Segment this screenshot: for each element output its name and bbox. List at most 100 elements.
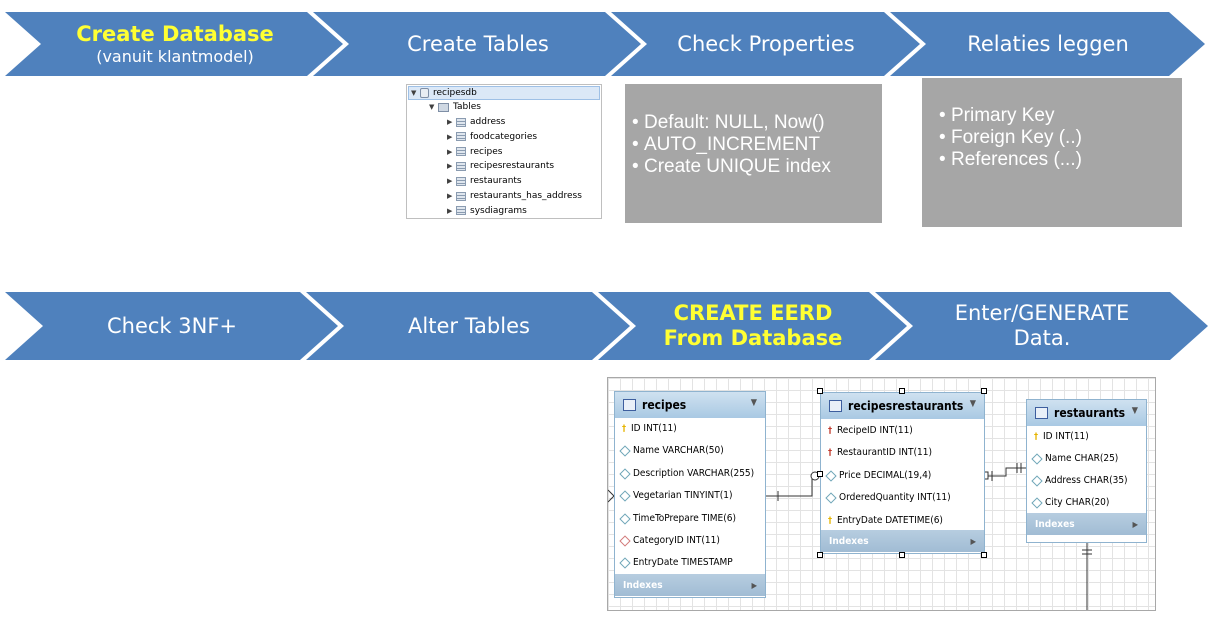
entity-column[interactable]: † ID INT(11) (620, 418, 677, 440)
indexes-label: Indexes (623, 579, 663, 591)
tree-table-item[interactable]: ▶address (447, 115, 505, 129)
entity-header[interactable]: recipesrestaurants ▼ (821, 393, 984, 419)
schema-tree: ▼ recipesdb ▼ Tables ▶address▶foodcatego… (406, 84, 602, 219)
entity-column[interactable]: Name VARCHAR(50) (619, 440, 724, 462)
collapse-icon[interactable]: ▼ (969, 399, 976, 409)
entity-recipes[interactable]: recipes ▼ † ID INT(11) Name VARCHAR(50) Des… (614, 391, 766, 598)
indexes-section[interactable]: Indexes ▶ (1027, 513, 1146, 535)
expand-icon[interactable]: ▶ (970, 536, 976, 546)
expand-icon[interactable]: ▶ (751, 580, 757, 590)
entity-column[interactable]: † RecipeID INT(11) (826, 420, 913, 442)
entity-column[interactable]: CategoryID INT(11) (619, 530, 720, 552)
collapse-icon[interactable]: ▼ (750, 398, 757, 408)
column-text: RecipeID INT(11) (837, 425, 913, 436)
relations-box: Primary Key Foreign Key (..) References … (922, 78, 1182, 227)
relation-line-restaurants (988, 467, 1026, 477)
indexes-label: Indexes (1035, 518, 1075, 530)
relation-item: Foreign Key (..) (939, 127, 1182, 149)
selection-handle[interactable] (899, 388, 905, 394)
table-name: restaurants_has_address (470, 191, 582, 201)
column-text: Description VARCHAR(255) (633, 467, 755, 479)
entity-recipesrestaurants[interactable]: recipesrestaurants ▼ † RecipeID INT(11) †R… (820, 392, 985, 554)
selection-handle[interactable] (817, 471, 823, 477)
relations-list: Primary Key Foreign Key (..) References … (939, 105, 1182, 171)
expand-icon[interactable]: ▶ (1132, 519, 1138, 529)
folder-name: Tables (453, 102, 481, 112)
entity-name: recipes (642, 398, 687, 412)
arrow-check-3nf (5, 292, 338, 360)
entity-column[interactable]: †RestaurantID INT(11) (826, 442, 932, 464)
entity-column[interactable]: Name CHAR(25) (1031, 448, 1118, 470)
eerd-canvas: recipes ▼ † ID INT(11) Name VARCHAR(50) Des… (607, 377, 1156, 611)
selection-handle[interactable] (981, 388, 987, 394)
entity-column[interactable]: Address CHAR(35) (1031, 470, 1128, 492)
entity-column[interactable]: TimeToPrepare TIME(6) (619, 508, 736, 530)
folder-icon (438, 102, 449, 112)
foreign-key-icon: † (827, 448, 833, 459)
expand-icon[interactable]: ▼ (429, 103, 435, 111)
tree-table-item[interactable]: ▶ restaurants (447, 174, 522, 188)
entity-header[interactable]: recipes ▼ (615, 392, 765, 418)
step-title-line2: Data. (1013, 326, 1071, 350)
primary-key-icon: † (621, 424, 627, 434)
tree-table-item[interactable]: ▶ foodcategories (447, 130, 537, 144)
entity-restaurants[interactable]: restaurants ▼ †ID INT(11)Name CHAR(25) Ad… (1026, 399, 1147, 543)
column-text: City CHAR(20) (1045, 497, 1110, 508)
tree-table-item[interactable]: ▶ restaurants_has_address (447, 189, 582, 203)
step-relaties-leggen: Relaties leggen (925, 12, 1171, 76)
step-title: Enter/GENERATE (954, 301, 1130, 325)
arrow-create-tables (313, 12, 641, 76)
database-icon (420, 88, 429, 98)
expand-icon[interactable]: ▶ (447, 147, 453, 156)
table-name: foodcategories (470, 131, 538, 142)
collapse-icon[interactable]: ▼ (1131, 406, 1138, 416)
indexes-section[interactable]: Indexes ▶ (821, 530, 984, 552)
entity-column[interactable]: OrderedQuantity INT(11) (825, 487, 951, 509)
entity-column[interactable]: City CHAR(20) (1031, 492, 1110, 514)
column-text: ID INT(11) (631, 423, 677, 434)
entity-header[interactable]: restaurants ▼ (1027, 400, 1146, 426)
expand-icon[interactable]: ▶ (447, 162, 453, 171)
row1-arrows (5, 12, 1205, 76)
expand-icon[interactable]: ▶ (447, 132, 453, 141)
tree-table-item[interactable]: ▶recipes (447, 145, 502, 159)
entity-column[interactable]: †ID INT(11) (1032, 426, 1089, 448)
entity-column[interactable]: Price DECIMAL(19,4) (825, 465, 932, 487)
selection-handle[interactable] (817, 388, 823, 394)
entity-column[interactable]: Vegetarian TINYINT(1) (619, 485, 732, 507)
primary-key-icon: † (1033, 432, 1039, 442)
tree-tables-folder[interactable]: ▼ Tables (429, 100, 481, 114)
table-icon (1035, 407, 1048, 419)
column-icon (1031, 475, 1043, 487)
column-icon (825, 470, 837, 482)
tree-database-node[interactable]: ▼ recipesdb (411, 86, 477, 100)
tree-table-item[interactable]: ▶recipesrestaurants (447, 159, 554, 173)
step-enter-generate: Enter/GENERATE Data. (912, 292, 1172, 360)
column-icon (825, 492, 837, 504)
expand-icon[interactable]: ▶ (447, 192, 453, 200)
column-icon (619, 490, 631, 502)
column-text: TimeToPrepare TIME(6) (633, 512, 736, 524)
selection-handle[interactable] (899, 552, 905, 558)
column-icon (619, 557, 631, 570)
column-text: Address CHAR(35) (1045, 475, 1128, 486)
expand-icon[interactable]: ▼ (411, 89, 417, 97)
tree-table-item[interactable]: ▶sysdiagrams (447, 204, 527, 218)
step-alter-tables: Alter Tables (343, 292, 595, 360)
selection-handle[interactable] (817, 552, 823, 558)
step-check-3nf: Check 3NF+ (42, 292, 302, 360)
expand-icon[interactable]: ▶ (447, 118, 453, 126)
step-title: Check 3NF+ (106, 313, 238, 338)
entity-column[interactable]: Description VARCHAR(255) (619, 463, 755, 485)
column-icon (1031, 497, 1043, 509)
expand-icon[interactable]: ▶ (447, 177, 453, 186)
table-name: restaurants (470, 176, 522, 187)
expand-icon[interactable]: ▶ (447, 206, 453, 215)
indexes-section[interactable]: Indexes ▶ (615, 574, 765, 596)
entity-column[interactable]: EntryDate TIMESTAMP (619, 552, 733, 574)
entity-column[interactable]: †EntryDate DATETIME(6) (826, 510, 943, 532)
arrow-create-eerd (598, 292, 907, 360)
column-text: Price DECIMAL(19,4) (839, 469, 932, 481)
selection-handle[interactable] (981, 552, 987, 558)
foreign-key-icon: † (827, 426, 833, 436)
